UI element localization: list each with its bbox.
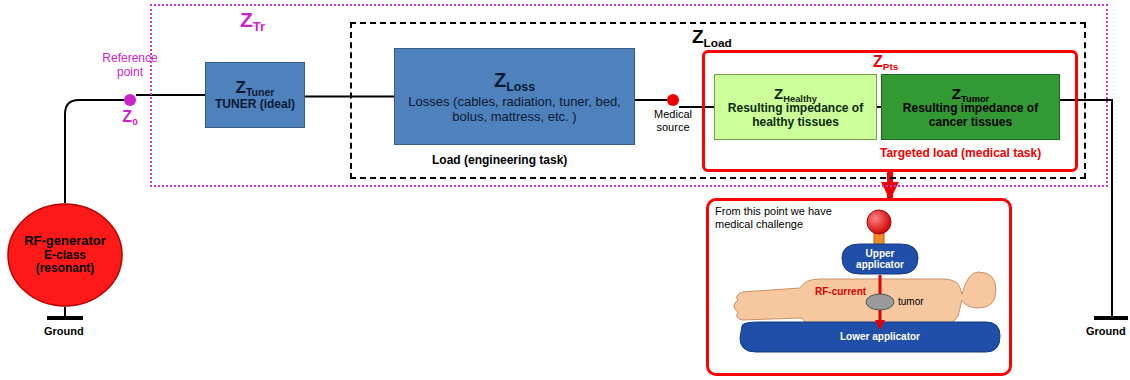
arrow-connector [887, 172, 893, 198]
patient-box: ZPtsTargeted load (medical task)ZHealthy… [702, 50, 1078, 172]
tumor-label: tumor [898, 296, 924, 307]
applicator-label: Upper applicator [846, 248, 914, 270]
node-title: Medical source [646, 108, 700, 133]
wire-connector [136, 94, 205, 96]
tuner-box: ZTunerTUNER (ideal) [205, 62, 305, 128]
point-dot [667, 94, 679, 106]
medical-source: Medical source [646, 88, 700, 148]
node-text: Resulting impedance of healthy tissues [721, 102, 870, 130]
ground-label: Ground [1086, 325, 1126, 337]
ground-wire [1060, 100, 1128, 318]
ground-symbol [47, 307, 83, 318]
node-title: ZTumor [952, 85, 989, 102]
node-title: RF-generator [24, 234, 106, 249]
ground-label: Ground [44, 325, 84, 337]
node-title: ZTuner [236, 78, 275, 98]
current-label: RF-current [815, 286, 866, 297]
node-text: Targeted load (medical task) [880, 147, 1041, 161]
node-text: Resulting impedance of cancer tissues [888, 102, 1053, 130]
node-title: ZPts [873, 53, 898, 71]
generator-ellipse: RF-generatorE-class (resonant) [7, 203, 123, 307]
wire-connector [65, 100, 124, 203]
region-box: ZTrZTunerTUNER (ideal) ZLoadLoad (enginee… [150, 4, 1108, 187]
node-title: From this point we have medical challeng… [715, 205, 857, 230]
applicator-label: Lower applicator [820, 331, 940, 342]
loss-box: ZLossLosses (cables, radiation, tuner, b… [394, 48, 635, 145]
node-title: Reference point [95, 52, 165, 80]
point-dot [124, 94, 136, 106]
node-text: Losses (cables, radiation, tuner, bed, b… [401, 95, 628, 125]
healthy-box: ZHealthyResulting impedance of healthy t… [714, 74, 877, 140]
node-title: ZLoss [494, 69, 535, 92]
load-box: ZLoadLoad (engineering task) ZLossLosses … [350, 22, 1086, 179]
tumor-box: ZTumorResulting impedance of cancer tiss… [881, 74, 1060, 140]
wire-connector [679, 106, 714, 108]
node-title: ZTr [240, 8, 265, 32]
node-text: TUNER (ideal) [215, 98, 295, 112]
wire-connector [635, 99, 667, 101]
reference-point: Reference pointZ0 [95, 50, 165, 130]
node-text: E-class (resonant) [23, 249, 107, 277]
node-text: Z0 [95, 108, 165, 126]
node-title: ZLoad [692, 26, 732, 48]
node-text: Load (engineering task) [432, 154, 567, 168]
patient-illustration [734, 210, 1000, 352]
node-title: ZHealthy [774, 85, 817, 102]
